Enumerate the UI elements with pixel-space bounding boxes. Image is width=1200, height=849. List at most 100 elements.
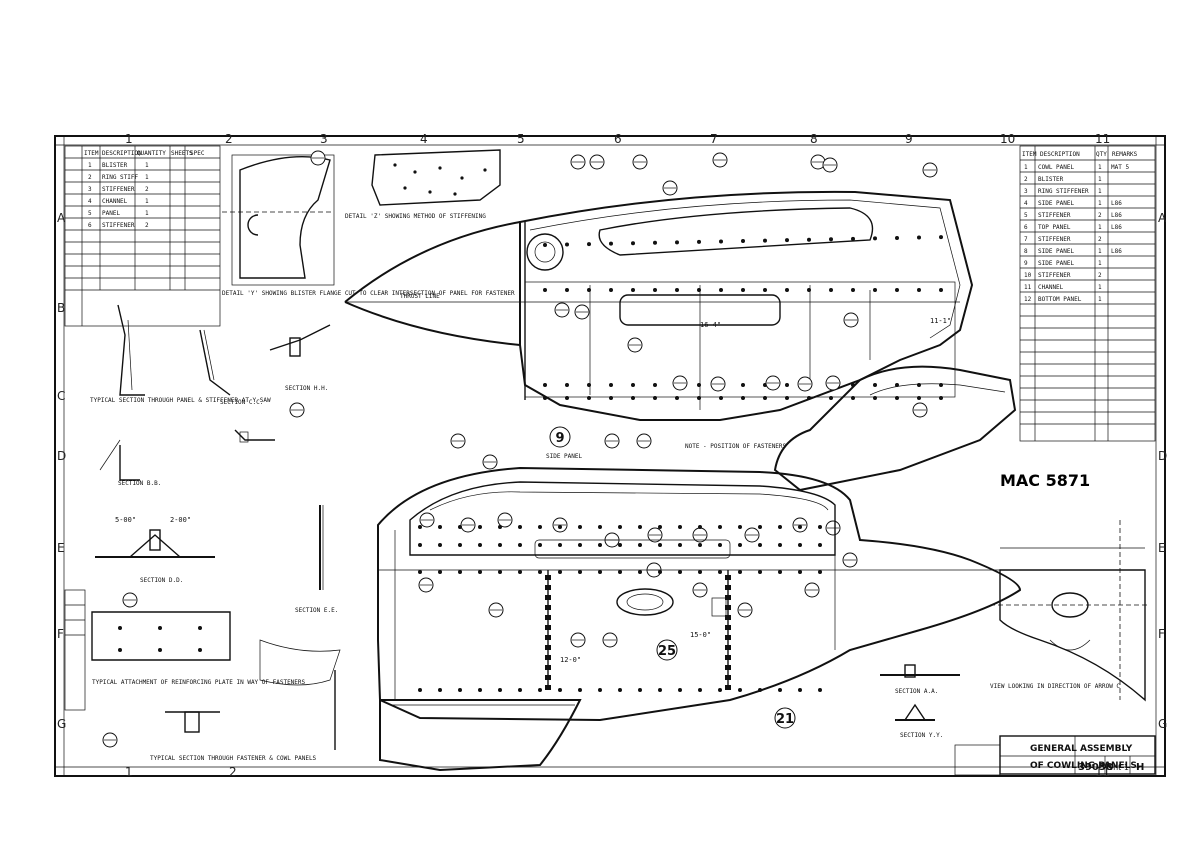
- fastener-dot: [618, 570, 622, 574]
- fastener-dot: [458, 525, 462, 529]
- top-cowling-view: THRUST LINE 16-4" 11-1" NOTE - POSITION …: [344, 190, 1017, 492]
- fastener-dot: [738, 688, 742, 692]
- fastener-section-label: TYPICAL SECTION THROUGH FASTENER & COWL …: [150, 755, 317, 762]
- fastener-dot: [438, 543, 442, 547]
- fastener-dot: [917, 396, 921, 400]
- left-table-r2-desc: RING STIFF: [102, 174, 139, 181]
- grid-col-10: 10: [1000, 132, 1015, 146]
- grid-row-f: F: [57, 627, 64, 641]
- fastener-dot: [458, 688, 462, 692]
- parts-row-cell: SIDE PANEL: [1038, 260, 1075, 267]
- rivet-mark: [545, 595, 551, 600]
- fastener-dot: [851, 288, 855, 292]
- parts-row-cell: RING STIFFENER: [1038, 188, 1089, 195]
- fastener-dot: [873, 383, 877, 387]
- grid-row-g: G: [57, 717, 66, 731]
- fastener-dot: [807, 396, 811, 400]
- left-table-r3-qty: 2: [145, 186, 149, 193]
- rivet-mark: [725, 605, 731, 610]
- grid-row-d: D: [57, 449, 66, 463]
- grid-col-9: 9: [905, 132, 913, 146]
- grid-row-e-right: E: [1158, 541, 1166, 555]
- section-yy-label: SECTION Y.Y.: [900, 732, 943, 739]
- fastener-dot: [653, 240, 657, 245]
- fastener-dot: [478, 570, 482, 574]
- fastener-dot: [818, 543, 822, 547]
- fastener-dot: [518, 570, 522, 574]
- dim-5-00: 5-00": [115, 516, 136, 524]
- grid-row-a: A: [57, 211, 66, 225]
- rivet-mark: [725, 635, 731, 640]
- fastener-dot: [917, 235, 921, 240]
- parts-row-cell: TOP PANEL: [1038, 224, 1071, 231]
- left-table-r2-qty: 1: [145, 174, 149, 181]
- fastener-dot: [741, 396, 745, 400]
- detail-z: DETAIL 'Z' SHOWING METHOD OF STIFFENING: [345, 149, 501, 220]
- fastener-dot: [543, 383, 547, 387]
- grid-col-2: 2: [225, 132, 233, 146]
- reinforcing-note: TYPICAL ATTACHMENT OF REINFORCING PLATE …: [92, 679, 306, 686]
- fastener-dot: [697, 239, 701, 244]
- fastener-dot: [698, 688, 702, 692]
- section-yy-sketch: SECTION Y.Y.: [895, 703, 943, 739]
- parts-row-cell: L86: [1111, 200, 1122, 207]
- right-list-h-item: ITEM: [1022, 151, 1037, 158]
- fastener-dot: [631, 241, 635, 246]
- grid-row-g-right: G: [1158, 717, 1167, 731]
- fastener-dot: [658, 543, 662, 547]
- left-table-r4-qty: 1: [145, 198, 149, 205]
- fastener-dot: [618, 525, 622, 529]
- fastener-dot: [587, 396, 591, 400]
- detail-y-note: DETAIL 'Y' SHOWING BLISTER FLANGE CUT TO…: [222, 290, 515, 297]
- grid-row-f-right: F: [1158, 627, 1165, 641]
- fastener-dot: [758, 688, 762, 692]
- fastener-dot: [587, 383, 591, 387]
- fastener-dot: [518, 525, 522, 529]
- fastener-dot: [718, 688, 722, 692]
- grid-col-7: 7: [710, 132, 718, 146]
- fastener-dot: [758, 525, 762, 529]
- parts-row-cell: SIDE PANEL: [1038, 248, 1075, 255]
- fastener-dot: [538, 525, 542, 529]
- parts-row-cell: CHANNEL: [1038, 284, 1064, 291]
- item-25-callout: 25: [658, 644, 676, 659]
- rivet-mark: [545, 625, 551, 630]
- rivet-mark: [725, 675, 731, 680]
- fastener-dot: [558, 543, 562, 547]
- fastener-dot: [778, 543, 782, 547]
- fastener-dot: [785, 396, 789, 400]
- fastener-dot: [917, 288, 921, 292]
- fastener-dot: [558, 570, 562, 574]
- left-table-r4-desc: CHANNEL: [102, 198, 128, 205]
- fastener-dot: [763, 396, 767, 400]
- dim-2-00: 2-00": [170, 516, 191, 524]
- title-line-1: GENERAL ASSEMBLY: [1030, 744, 1133, 754]
- fastener-dot: [778, 570, 782, 574]
- left-table-h-sheets: SHEETS: [171, 150, 193, 157]
- fastener-dot: [631, 288, 635, 292]
- fastener-dot: [565, 383, 569, 387]
- grid-row-b: B: [57, 301, 65, 315]
- fastener-dot: [678, 570, 682, 574]
- parts-row-cell: 6: [1024, 224, 1028, 231]
- rivet-mark: [545, 575, 551, 580]
- fastener-dot: [543, 288, 547, 292]
- fastener-dot: [498, 570, 502, 574]
- detail-z-note: DETAIL 'Z' SHOWING METHOD OF STIFFENING: [345, 213, 486, 220]
- title-block: GENERAL ASSEMBLY OF COWLING PANELS. 3903…: [954, 735, 1156, 776]
- parts-row-cell: 1: [1098, 200, 1102, 207]
- fastener-dot: [807, 288, 811, 292]
- fastener-dot: [798, 570, 802, 574]
- fastener-dot: [438, 688, 442, 692]
- fastener-dot: [518, 543, 522, 547]
- view-c-note: VIEW LOOKING IN DIRECTION OF ARROW C: [990, 683, 1120, 690]
- item-9-callout: 9: [555, 431, 564, 446]
- fastener-dot: [895, 383, 899, 387]
- fastener-dot: [851, 236, 855, 241]
- parts-row-cell: L86: [1111, 224, 1122, 231]
- fastener-dot: [565, 396, 569, 400]
- fastener-dot: [778, 525, 782, 529]
- fastener-dot: [895, 288, 899, 292]
- parts-row-cell: STIFFENER: [1038, 236, 1071, 243]
- left-table-r5-item: 5: [88, 210, 92, 217]
